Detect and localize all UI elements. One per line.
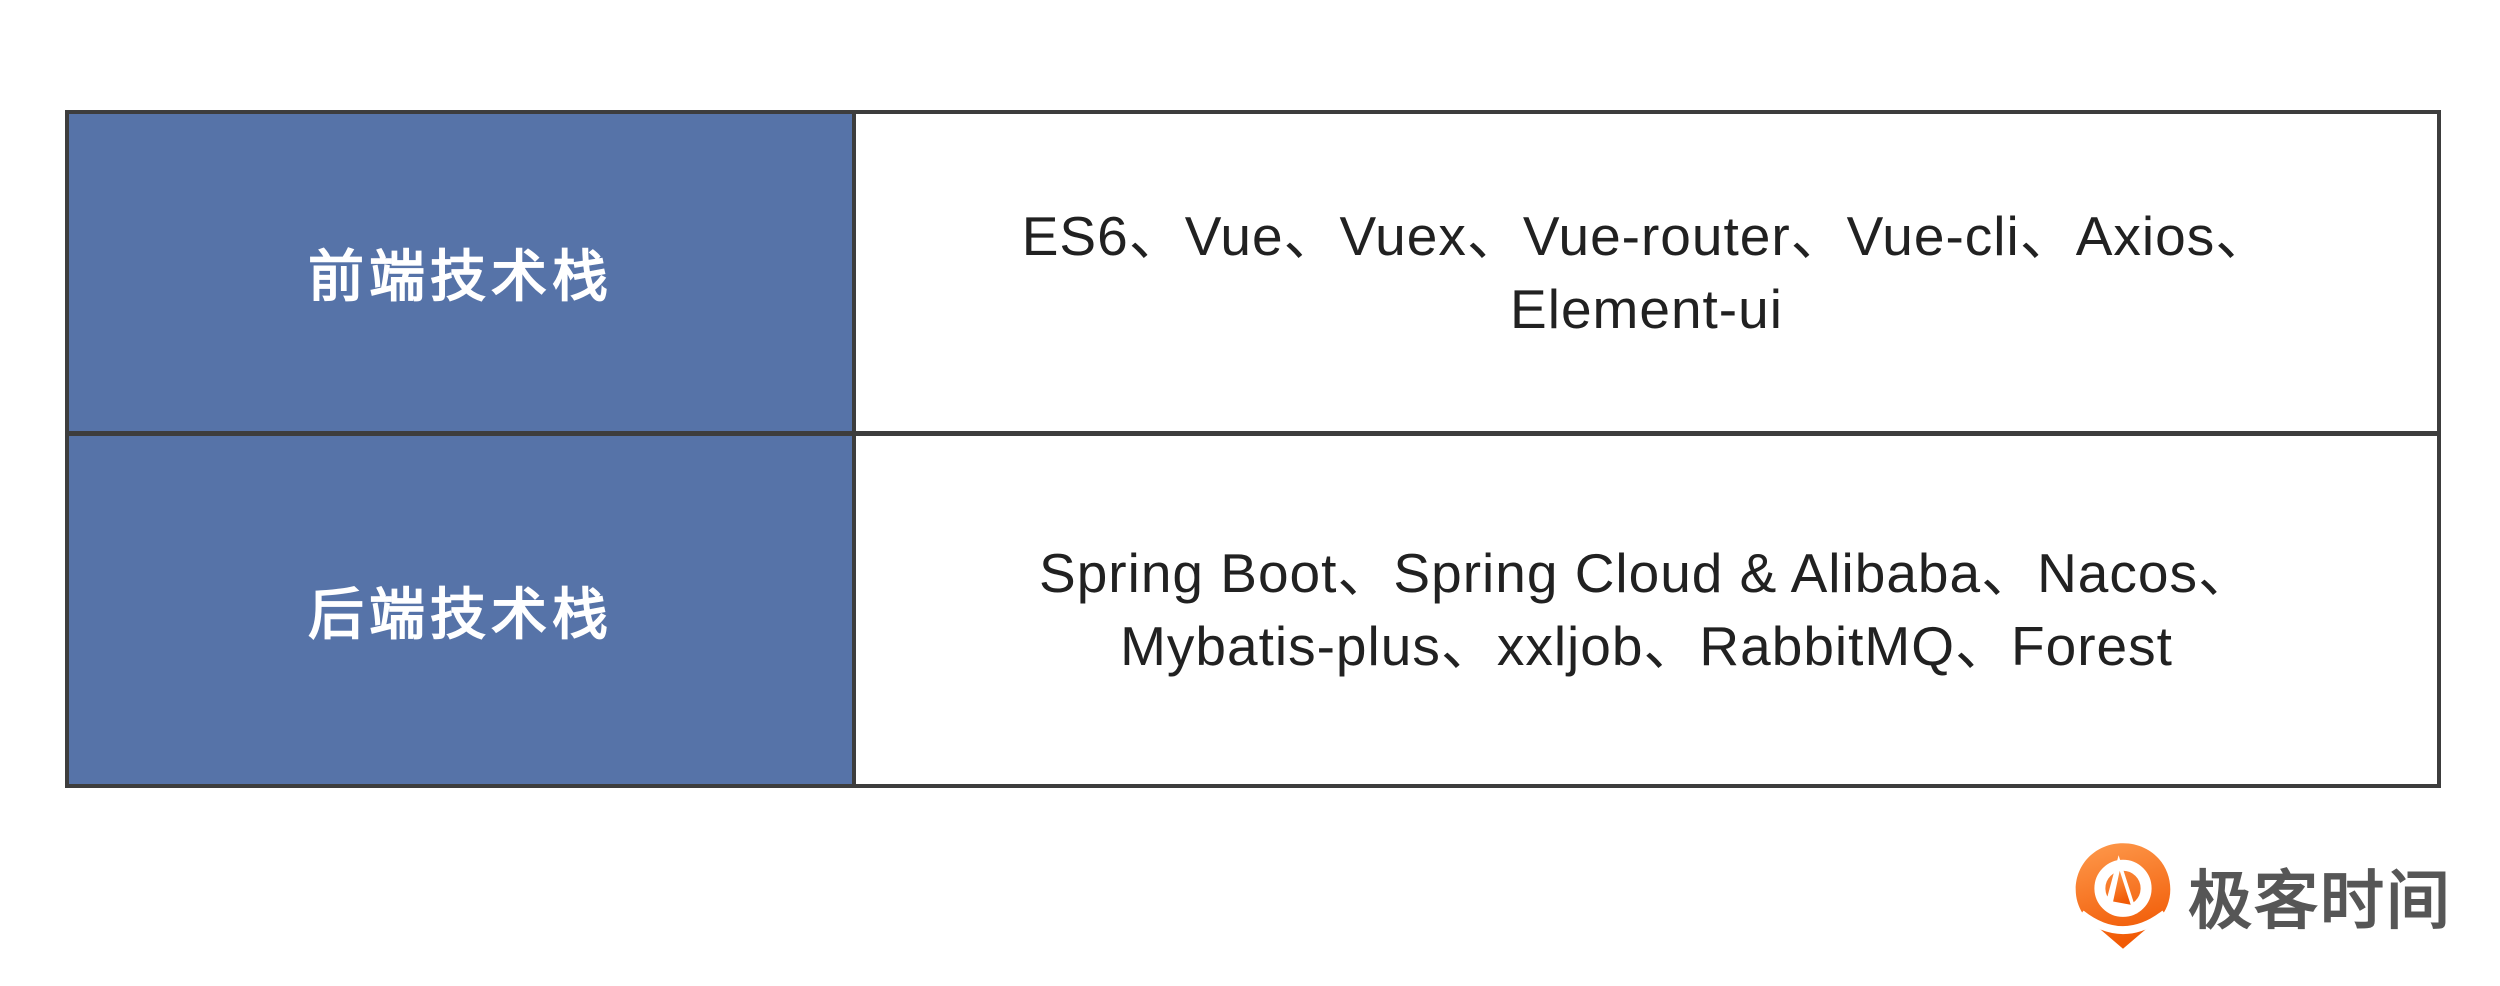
tech-stack-table: 前端技术栈 ES6、Vue、Vuex、Vue-router、Vue-cli、Ax… (65, 110, 2441, 788)
frontend-stack-label: 前端技术栈 (308, 245, 613, 308)
backend-stack-content-cell: Spring Boot、Spring Cloud & Alibaba、Nacos… (856, 436, 2437, 784)
geektime-brand: 极客时间 (2068, 840, 2452, 952)
backend-stack-line-2: Mybatis-plus、xxljob、RabbitMQ、Forest (1120, 615, 2173, 677)
frontend-stack-line-1: ES6、Vue、Vuex、Vue-router、Vue-cli、Axios、 (1021, 204, 2272, 267)
geektime-brand-text: 极客时间 (2188, 865, 2452, 937)
frontend-stack-content-cell: ES6、Vue、Vuex、Vue-router、Vue-cli、Axios、 E… (856, 114, 2437, 436)
backend-stack-label: 后端技术栈 (308, 582, 613, 646)
geektime-logo-icon (2075, 843, 2171, 949)
backend-stack-label-cell: 后端技术栈 (69, 436, 856, 784)
frontend-stack-line-2: Element-ui (1510, 277, 1783, 340)
backend-stack-line-1: Spring Boot、Spring Cloud & Alibaba、Nacos… (1039, 542, 2254, 605)
frontend-stack-label-cell: 前端技术栈 (69, 114, 856, 436)
